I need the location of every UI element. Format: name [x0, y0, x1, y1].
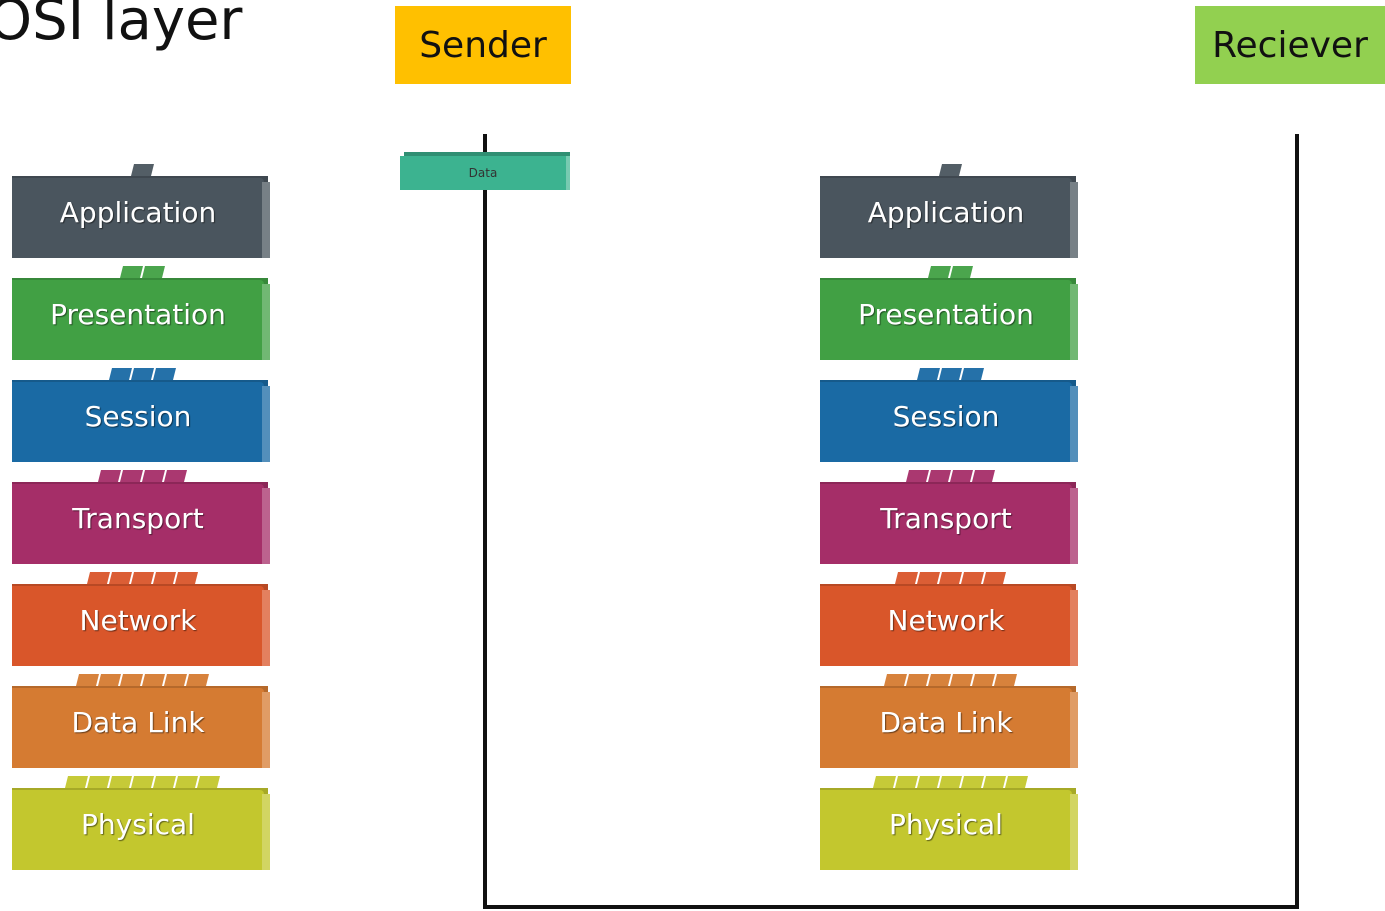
- sender-layer-network: Network: [10, 568, 272, 670]
- receiver-layer-label: Data Link: [879, 706, 1013, 739]
- data-packet-side: [566, 156, 570, 190]
- sender-layer-block: [12, 280, 264, 360]
- receiver-layer-label: Application: [867, 196, 1025, 229]
- receiver-layer-block: [820, 484, 1072, 564]
- receiver-layer-label: Network: [887, 604, 1005, 637]
- receiver-layer-side-face: [1070, 182, 1078, 258]
- receiver-layer-block: [820, 688, 1072, 768]
- connection-line-right: [1295, 134, 1299, 909]
- data-packet-top: [404, 152, 570, 158]
- receiver-layer-block: [820, 586, 1072, 666]
- sender-layer-block: [12, 586, 264, 666]
- receiver-layer-network: Network: [818, 568, 1080, 670]
- sender-layer-block: [12, 790, 264, 870]
- sender-layer-label: Presentation: [50, 298, 226, 331]
- receiver-layer-transport: Transport: [818, 466, 1080, 568]
- receiver-layer-side-face: [1070, 692, 1078, 768]
- sender-layer-block: [12, 688, 264, 768]
- sender-layer-side-face: [262, 794, 270, 870]
- sender-layer-label: Physical: [81, 808, 195, 841]
- sender-layer-application: Application: [10, 160, 272, 262]
- receiver-layer-block: [820, 790, 1072, 870]
- data-packet-body: [400, 156, 566, 190]
- receiver-layer-label: Presentation: [858, 298, 1034, 331]
- page-title: OSI layer: [0, 0, 243, 53]
- receiver-layer-label: Physical: [889, 808, 1003, 841]
- data-packet-label: Data: [468, 166, 498, 180]
- sender-label: Sender: [395, 6, 571, 84]
- sender-layer-side-face: [262, 590, 270, 666]
- receiver-layer-side-face: [1070, 488, 1078, 564]
- receiver-layer-side-face: [1070, 794, 1078, 870]
- receiver-layer-side-face: [1070, 386, 1078, 462]
- sender-layer-physical: Physical: [10, 772, 272, 874]
- sender-layer-data-link: Data Link: [10, 670, 272, 772]
- sender-layer-side-face: [262, 488, 270, 564]
- sender-layer-block: [12, 178, 264, 258]
- data-packet: Data: [400, 152, 570, 190]
- connection-line-left: [483, 134, 487, 909]
- sender-layer-side-face: [262, 386, 270, 462]
- sender-layer-transport: Transport: [10, 466, 272, 568]
- receiver-layer-label: Session: [892, 400, 1000, 433]
- receiver-layer-side-face: [1070, 284, 1078, 360]
- sender-layer-presentation: Presentation: [10, 262, 272, 364]
- receiver-layer-block: [820, 280, 1072, 360]
- receiver-layer-application: Application: [818, 160, 1080, 262]
- receiver-layer-label: Transport: [880, 502, 1012, 535]
- connection-line-bottom: [483, 905, 1299, 909]
- sender-layer-label: Network: [79, 604, 197, 637]
- receiver-layer-side-face: [1070, 590, 1078, 666]
- receiver-layer-data-link: Data Link: [818, 670, 1080, 772]
- receiver-label: Reciever: [1195, 6, 1385, 84]
- sender-layer-block: [12, 382, 264, 462]
- receiver-layer-block: [820, 382, 1072, 462]
- receiver-layer-presentation: Presentation: [818, 262, 1080, 364]
- sender-layer-label: Application: [59, 196, 217, 229]
- sender-layer-side-face: [262, 182, 270, 258]
- sender-layer-label: Session: [84, 400, 192, 433]
- sender-layer-block: [12, 484, 264, 564]
- sender-layer-label: Transport: [72, 502, 204, 535]
- receiver-layer-session: Session: [818, 364, 1080, 466]
- receiver-layer-block: [820, 178, 1072, 258]
- sender-layer-side-face: [262, 284, 270, 360]
- sender-layer-side-face: [262, 692, 270, 768]
- sender-layer-session: Session: [10, 364, 272, 466]
- sender-layer-label: Data Link: [71, 706, 205, 739]
- receiver-layer-physical: Physical: [818, 772, 1080, 874]
